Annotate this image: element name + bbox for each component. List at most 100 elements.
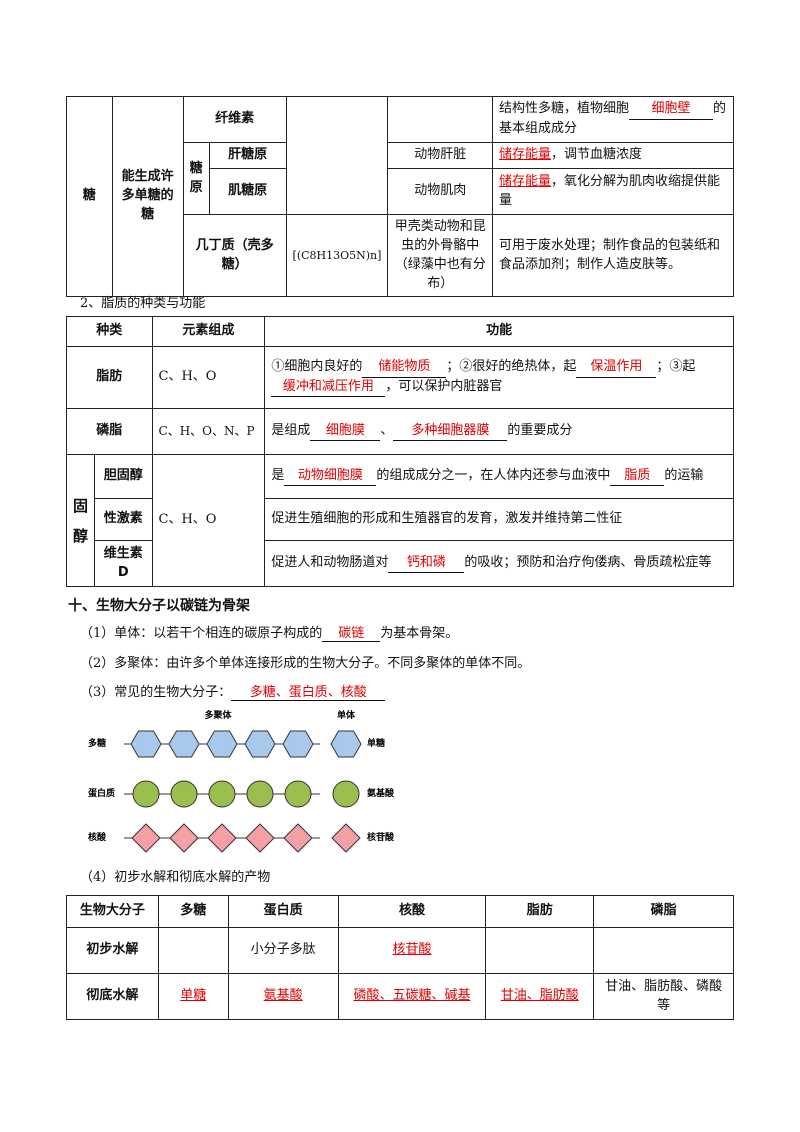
polymer-unit-shape — [168, 730, 200, 758]
hydrolysis-header: 蛋白质 — [227, 895, 339, 928]
answer-text: 储存能量 — [499, 173, 552, 189]
answer-text: 单糖 — [180, 988, 207, 1004]
answer-text: 保温作用 — [590, 358, 643, 374]
diagram-col-monomer: 单体 — [337, 709, 356, 721]
cellulose-where — [387, 96, 494, 143]
phospholipid-name: 磷脂 — [66, 408, 153, 455]
polymer-unit-shape — [131, 823, 161, 853]
polymer-unit-shape — [208, 780, 236, 808]
polymer-unit-shape — [206, 730, 238, 758]
carb-sugar-cell: 糖 — [66, 95, 113, 298]
lipid-heading: 2、脂质的种类与功能 — [80, 296, 206, 311]
section-title: 十、生物大分子以碳链为骨架 — [68, 598, 250, 614]
paragraph-macromolecules: （3）常见的生物大分子：多糖、蛋白质、核酸 — [80, 681, 386, 701]
polysaccharide-chain — [124, 730, 320, 758]
muscle-glycogen-where: 动物肌肉 — [387, 168, 494, 215]
glycogen-label: 糖原 — [182, 142, 210, 215]
hydrolysis-cell: 小分子多肽 — [227, 927, 339, 974]
diagram-col-polymer: 多聚体 — [204, 709, 232, 721]
hydrolysis-cell: 甘油、脂肪酸、磷酸等 — [593, 973, 734, 1020]
carb-table: 糖 能生成许多单糖的糖 纤维素 结构性多糖，植物细胞细胞壁的基本组成成分 糖原 … — [66, 95, 734, 298]
hydrolysis-table: 生物大分子 多糖 蛋白质 核酸 脂肪 磷脂 初步水解 小分子多肽 核苷酸 彻底水… — [66, 895, 734, 1020]
polymer-unit-shape — [169, 823, 199, 853]
diagram-row-label: 蛋白质 — [88, 787, 115, 799]
polymer-unit-shape — [282, 730, 314, 758]
sex-hormone-name: 性激素 — [94, 498, 153, 541]
vitamin-d-function: 促进人和动物肠道对钙和磷的吸收；预防和治疗佝偻病、骨质疏松症等 — [264, 540, 734, 587]
hydrolysis-row-label: 初步水解 — [66, 927, 159, 974]
polymer-monomer-diagram: 多聚体 单体 多糖 单糖 蛋白质 氨基酸 核酸 核苷酸 — [88, 709, 395, 853]
liver-glycogen-func: 储存能量，调节血糖浓度 — [492, 142, 734, 169]
sex-hormone-function: 促进生殖细胞的形成和生殖器官的发育，激发并维持第二性征 — [264, 498, 734, 541]
cholesterol-function: 是动物细胞膜的组成成分之一，在人体内还参与血液中脂质的运输 — [264, 454, 734, 499]
diagram-row-label: 核酸 — [88, 831, 107, 843]
answer-text: 甘油、脂肪酸 — [500, 988, 579, 1004]
cholesterol-name: 胆固醇 — [94, 454, 153, 499]
hydrolysis-header: 磷脂 — [593, 895, 734, 928]
chitin-func: 可用于废水处理；制作食品的包装纸和食品添加剂；制作人造皮肤等。 — [492, 213, 734, 298]
diagram-monomer-label: 氨基酸 — [367, 787, 395, 799]
polymer-unit-shape — [284, 780, 312, 808]
answer-text: 磷酸、五碳糖、碱基 — [353, 988, 471, 1004]
muscle-glycogen-func: 储存能量，氧化分解为肌肉收缩提供能量 — [492, 168, 734, 215]
lipid-header-elements: 元素组成 — [151, 316, 266, 347]
answer-text: 储存能量 — [499, 147, 552, 163]
muscle-glycogen-name: 肌糖原 — [208, 168, 287, 215]
monomer-shape — [330, 730, 362, 758]
polymer-unit-shape — [207, 823, 237, 853]
lipid-header-function: 功能 — [264, 316, 734, 347]
lipid-table: 种类 元素组成 功能 脂肪 C、H、O ①细胞内良好的储能物质；②很好的绝热体，… — [65, 316, 734, 587]
hydrolysis-cell — [157, 927, 229, 974]
liver-glycogen-where: 动物肝脏 — [387, 142, 494, 169]
answer-text: 核苷酸 — [392, 942, 432, 958]
nucleic-acid-chain — [124, 823, 320, 853]
chitin-formula: [(C8H13O5N)n] — [285, 213, 389, 298]
fat-name: 脂肪 — [66, 346, 153, 409]
lipid-header-type: 种类 — [66, 316, 153, 347]
cellulose-name: 纤维素 — [182, 96, 287, 143]
hydrolysis-cell: 氨基酸 — [227, 973, 339, 1020]
diagram-monomer-label: 单糖 — [367, 737, 385, 749]
answer-text: 细胞壁 — [651, 101, 691, 117]
sterol-elements: C、H、O — [151, 454, 266, 587]
vitamin-d-name: 维生素D — [94, 540, 153, 587]
phospholipid-function: 是组成细胞膜、多种细胞器膜的重要成分 — [264, 408, 734, 455]
polymer-unit-shape — [245, 823, 275, 853]
paragraph-polymer: （2）多聚体：由许多个单体连接形成的生物大分子。不同多聚体的单体不同。 — [80, 656, 531, 671]
protein-chain — [124, 780, 320, 808]
polymer-unit-shape — [283, 823, 313, 853]
hydrolysis-cell — [485, 927, 595, 974]
answer-text: 钙和磷 — [406, 554, 446, 570]
polymer-unit-shape — [244, 730, 276, 758]
phospholipid-elements: C、H、O、N、P — [151, 408, 266, 455]
answer-text: 动物细胞膜 — [297, 467, 363, 483]
polymer-unit-shape — [246, 780, 274, 808]
monomer-shape — [331, 823, 361, 853]
diagram-monomer-label: 核苷酸 — [367, 831, 395, 843]
hydrolysis-cell: 甘油、脂肪酸 — [485, 973, 595, 1020]
answer-text: 多种细胞器膜 — [411, 422, 490, 438]
hydrolysis-header: 脂肪 — [485, 895, 595, 928]
answer-text: 缓冲和减压作用 — [282, 378, 374, 394]
answer-text: 脂质 — [624, 467, 651, 483]
fat-elements: C、H、O — [151, 346, 266, 409]
chitin-name: 几丁质（壳多糖） — [182, 213, 287, 298]
carb-energy-cell: 能生成许多单糖的糖 — [111, 95, 184, 298]
polymer-unit-shape — [132, 780, 160, 808]
sterol-label: 固醇 — [65, 454, 96, 587]
answer-text: 氨基酸 — [263, 988, 303, 1004]
hydrolysis-cell — [593, 927, 734, 974]
hydrolysis-header: 生物大分子 — [66, 895, 159, 928]
liver-glycogen-name: 肝糖原 — [208, 142, 287, 169]
answer-text: 碳链 — [338, 626, 365, 641]
diagram-row-label: 多糖 — [88, 737, 106, 749]
monomer-shape — [332, 780, 360, 808]
hydrolysis-cell: 单糖 — [157, 973, 229, 1020]
polymer-unit-shape — [170, 780, 198, 808]
hydrolysis-row-label: 彻底水解 — [66, 973, 159, 1020]
polymer-unit-shape — [130, 730, 162, 758]
answer-text: 储能物质 — [378, 358, 431, 374]
chitin-where: 甲壳类动物和昆虫的外骨骼中（绿藻中也有分布） — [387, 213, 494, 298]
answer-text: 多糖、蛋白质、核酸 — [249, 685, 367, 700]
formula-empty — [285, 96, 389, 215]
